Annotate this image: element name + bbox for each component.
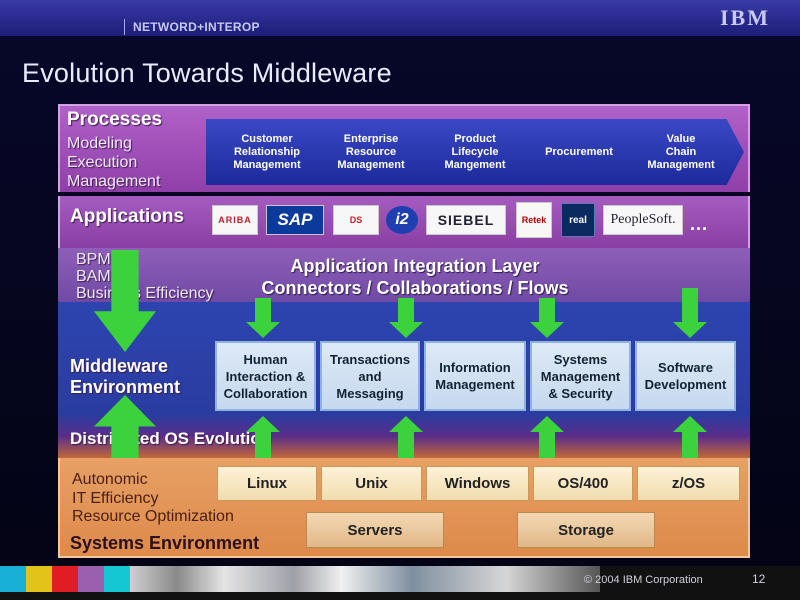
box-information-management: Information Management	[424, 341, 526, 411]
header-bar: NETWORD+INTEROP IBM	[0, 0, 800, 36]
chevron-erm: Enterprise Resource Management	[310, 119, 434, 185]
integration-subtitle: Connectors / Collaborations / Flows	[261, 278, 569, 298]
hw-storage: Storage	[517, 512, 655, 548]
up-arrow-stem	[255, 432, 271, 466]
integration-title: Application Integration Layer	[290, 256, 540, 276]
middleware-title-line2: Environment	[70, 377, 181, 397]
applications-title: Applications	[70, 206, 185, 227]
header-separator	[124, 19, 125, 35]
systems-line-autonomic: Autonomic	[72, 471, 148, 488]
box-systems-management: Systems Management & Security	[530, 341, 631, 411]
box-transactions-messaging: Transactions and Messaging	[320, 341, 420, 411]
systems-title: Systems Environment	[70, 533, 260, 553]
ibm-logo: IBM	[720, 6, 782, 30]
up-arrow-icon	[246, 416, 280, 432]
up-arrow-icon	[530, 416, 564, 432]
dassault-systemes-logo: DS	[333, 205, 379, 235]
footer-photo-strip	[130, 566, 600, 592]
chevron-crm: Customer Relationship Management	[206, 119, 330, 185]
distributed-os-label: Distributed OS Evolution	[70, 429, 272, 448]
processes-title: Processes	[67, 109, 163, 130]
real-logo: real	[561, 203, 595, 237]
footer-swatch	[26, 566, 52, 592]
footer-swatch	[0, 566, 26, 592]
up-arrow-icon	[673, 416, 707, 432]
integration-line-bam: BAM	[76, 268, 111, 285]
chevron-procurement: Procurement	[518, 119, 642, 185]
more-apps-ellipsis: ...	[690, 214, 709, 234]
footer-swatch	[104, 566, 130, 592]
down-arrow-stem	[398, 298, 414, 324]
down-arrow-stem	[255, 298, 271, 324]
box-software-development: Software Development	[635, 341, 736, 411]
event-name: NETWORD+INTEROP	[133, 20, 260, 34]
integration-line-business-efficiency: Business Efficiency	[76, 285, 214, 302]
footer-copyright: © 2004 IBM Corporation	[584, 574, 703, 586]
down-arrow-icon	[530, 322, 564, 338]
down-arrow-icon	[389, 322, 423, 338]
process-chevrons: Customer Relationship Management Enterpr…	[206, 119, 744, 185]
up-arrow-stem	[539, 432, 555, 466]
footer-swatch	[52, 566, 78, 592]
down-arrow-icon	[246, 322, 280, 338]
os-os400: OS/400	[533, 466, 633, 501]
slide-title: Evolution Towards Middleware	[22, 58, 392, 88]
integration-line-bpm: BPM	[76, 251, 111, 268]
os-unix: Unix	[321, 466, 422, 501]
os-windows: Windows	[426, 466, 529, 501]
footer-swatch	[78, 566, 104, 592]
ariba-logo: ARIBA	[212, 205, 258, 235]
down-arrow-icon	[673, 322, 707, 338]
middleware-title-line1: Middleware	[70, 356, 169, 376]
os-zos: z/OS	[637, 466, 740, 501]
retek-logo: Retek	[516, 202, 552, 238]
i2-logo: i2	[384, 205, 420, 235]
chevron-value-chain: Value Chain Management	[620, 119, 744, 185]
systems-line-resource-optimization: Resource Optimization	[72, 508, 234, 525]
processes-line-management: Management	[67, 173, 161, 190]
footer-swatches	[0, 566, 130, 592]
sap-logo: SAP	[266, 205, 324, 235]
box-human-interaction: Human Interaction & Collaboration	[215, 341, 316, 411]
os-linux: Linux	[217, 466, 317, 501]
down-arrow-stem	[539, 298, 555, 324]
integration-panel: BPM BAM Business Efficiency	[58, 248, 750, 302]
systems-line-it-efficiency: IT Efficiency	[72, 490, 159, 507]
processes-line-execution: Execution	[67, 154, 138, 171]
processes-line-modeling: Modeling	[67, 135, 132, 152]
peoplesoft-logo: PeopleSoft.	[603, 205, 683, 235]
siebel-logo: SIEBEL	[426, 205, 506, 235]
up-arrow-icon	[389, 416, 423, 432]
down-arrow-stem	[682, 288, 698, 324]
chevron-plm: Product Lifecycle Mangement	[414, 119, 538, 185]
page-number: 12	[752, 572, 766, 586]
hw-servers: Servers	[306, 512, 444, 548]
up-arrow-stem	[682, 432, 698, 466]
up-arrow-stem	[398, 432, 414, 466]
